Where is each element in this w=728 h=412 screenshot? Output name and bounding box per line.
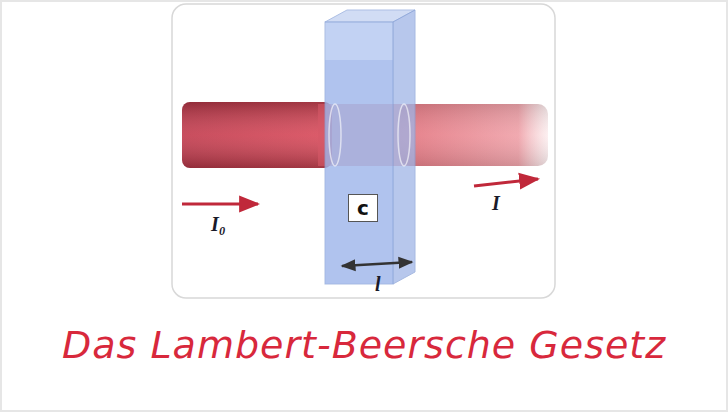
symbol-label: I	[492, 193, 500, 213]
title: Das Lambert-Beersche Gesetz	[62, 323, 666, 367]
concentration-symbol: c	[357, 198, 369, 218]
symbol-label: I₀	[211, 214, 226, 234]
length-arrow	[342, 262, 412, 266]
concentration-label-box: c	[348, 194, 378, 222]
card	[172, 4, 555, 298]
cuvette	[325, 10, 415, 284]
transmitted-arrow	[474, 179, 538, 186]
symbol-label: l	[375, 274, 381, 294]
incident-arrow	[182, 203, 258, 206]
